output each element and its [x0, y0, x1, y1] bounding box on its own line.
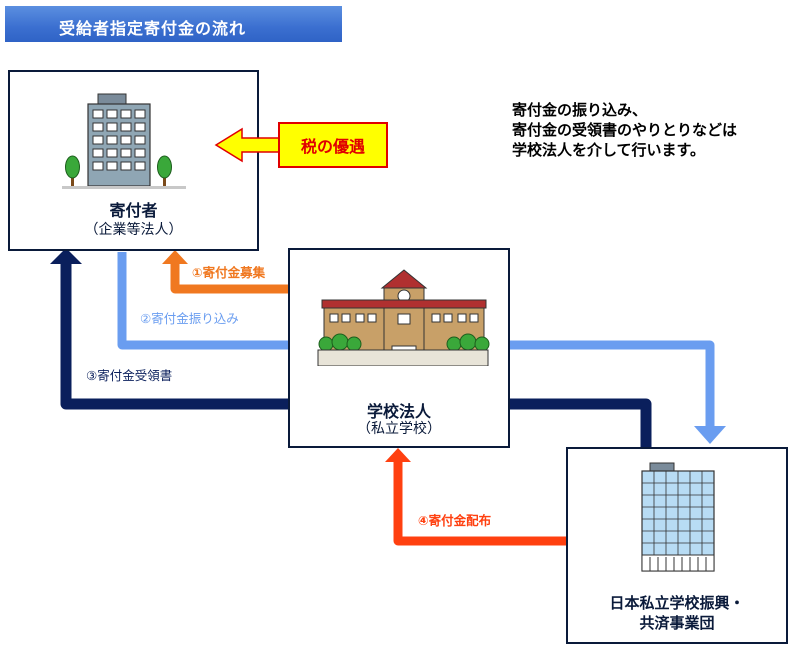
page-title: 受給者指定寄付金の流れ [59, 19, 247, 38]
tax-benefit-label: 税の優遇 [278, 122, 388, 168]
office-building-icon [62, 93, 186, 189]
flow-arrow-receipt [60, 262, 288, 410]
flow-arrow-school-to-foundation [510, 340, 715, 428]
flow-label-receipt: ③寄付金受領書 [86, 368, 173, 383]
donor-box: 寄付者 （企業等法人） [8, 70, 259, 251]
flow-label-solicit: ①寄付金募集 [192, 265, 266, 280]
flow-arrowhead-distribute [385, 448, 411, 462]
flow-arrow-solicit [170, 262, 290, 294]
foundation-name-line2: 共済事業団 [639, 614, 715, 632]
note-line: 寄付金の振り込み、 [512, 101, 648, 119]
flow-line-school-foundation [508, 398, 652, 450]
flow-label-distribute: ④寄付金配布 [418, 513, 492, 528]
flow-arrow-transfer [117, 252, 290, 350]
school-sub: （私立学校） [357, 421, 441, 437]
note-line: 寄付金の受領書のやりとりなどは [512, 121, 738, 139]
school-box: 学校法人 （私立学校） [288, 248, 510, 448]
note-line: 学校法人を介して行います。 [512, 141, 706, 159]
school-name: 学校法人 [366, 402, 431, 421]
tax-benefit-text: 税の優遇 [300, 137, 365, 156]
donor-name: 寄付者 [109, 201, 158, 220]
office-tower-icon [641, 462, 715, 572]
note-text: 寄付金の振り込み、 寄付金の受領書のやりとりなどは 学校法人を介して行います。 [512, 100, 737, 160]
title-banner: 受給者指定寄付金の流れ [5, 6, 342, 42]
school-building-icon [317, 269, 490, 366]
flow-arrow-distribute [393, 460, 566, 546]
flow-arrowhead-receipt [50, 248, 82, 264]
foundation-box: 日本私立学校振興・ 共済事業団 [566, 447, 788, 644]
foundation-name-line1: 日本私立学校振興・ [609, 594, 745, 612]
flow-label-transfer: ②寄付金振り込み [140, 311, 239, 326]
tree-icon [65, 155, 172, 186]
flow-arrowhead-foundation [694, 426, 726, 444]
donor-sub: （企業等法人） [84, 222, 183, 238]
flow-arrowhead-solicit [162, 250, 188, 264]
